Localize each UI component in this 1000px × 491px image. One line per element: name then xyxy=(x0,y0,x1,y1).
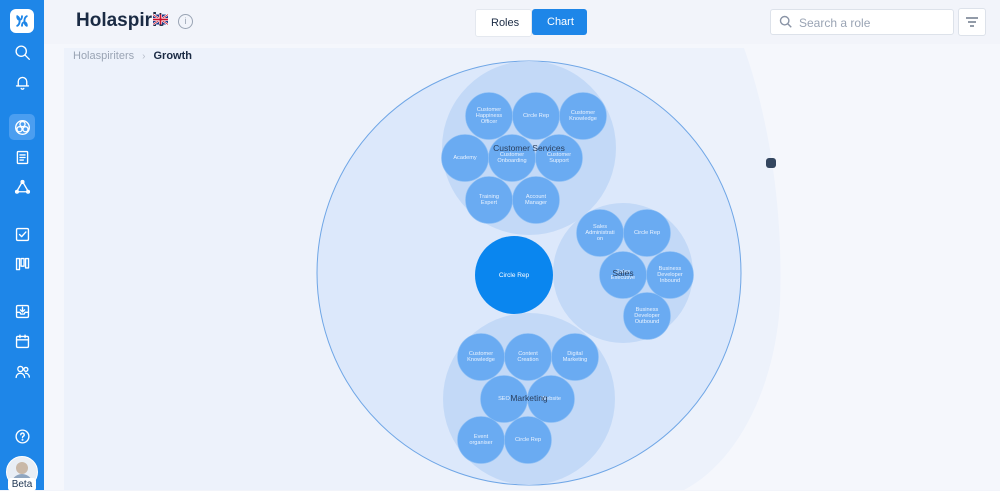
role-label: Circle Rep xyxy=(515,437,541,443)
help-icon[interactable] xyxy=(9,423,35,449)
search-icon[interactable] xyxy=(9,39,35,65)
sub-circle-label: Customer Services xyxy=(493,143,565,153)
checklist-icon[interactable] xyxy=(9,221,35,247)
inbox-icon[interactable] xyxy=(9,298,35,324)
bell-icon[interactable] xyxy=(9,69,35,95)
role-bubble-shape[interactable] xyxy=(646,251,694,299)
top-header: Holaspirit i Roles Chart xyxy=(44,0,1000,44)
sub-circle-label: Marketing xyxy=(510,393,548,403)
search-box xyxy=(770,9,954,35)
sidebar: Beta xyxy=(0,0,44,491)
governance-icon[interactable] xyxy=(9,174,35,200)
organization-chart-icon[interactable] xyxy=(9,114,35,140)
beta-badge: Beta xyxy=(8,478,36,491)
scroll-handle[interactable] xyxy=(766,158,776,168)
role-bubble-shape[interactable] xyxy=(504,416,552,464)
role-label: Academy xyxy=(453,155,477,161)
info-icon[interactable]: i xyxy=(178,14,193,29)
role-label: SEO xyxy=(498,396,510,402)
role-label: Website xyxy=(541,396,561,402)
breadcrumb-root-link[interactable]: Holaspiriters xyxy=(73,50,135,62)
search-input[interactable] xyxy=(797,13,951,32)
filter-icon xyxy=(966,17,978,27)
holaspirit-logo-icon[interactable] xyxy=(10,9,34,33)
role-label: Circle Rep xyxy=(523,113,549,119)
role-bubble[interactable]: Circle Rep xyxy=(623,209,671,257)
role-bubble-shape[interactable] xyxy=(527,375,575,423)
calendar-icon[interactable] xyxy=(9,328,35,354)
center-role-label: Circle Rep xyxy=(499,272,530,279)
view-toggle: Roles Chart xyxy=(475,9,587,37)
role-bubble[interactable]: Website xyxy=(527,375,575,423)
center-role-shape[interactable] xyxy=(475,236,553,314)
role-bubble[interactable]: Circle Rep xyxy=(512,92,560,140)
filter-button[interactable] xyxy=(958,8,986,36)
role-bubble-shape[interactable] xyxy=(512,176,560,224)
tab-roles[interactable]: Roles xyxy=(475,9,532,37)
people-icon[interactable] xyxy=(9,358,35,384)
role-bubble-shape[interactable] xyxy=(551,333,599,381)
role-label: Circle Rep xyxy=(634,230,660,236)
kanban-icon[interactable] xyxy=(9,251,35,277)
breadcrumb-current: Growth xyxy=(153,50,192,62)
role-bubble-shape[interactable] xyxy=(559,92,607,140)
role-bubble[interactable]: Circle Rep xyxy=(504,416,552,464)
tab-chart[interactable]: Chart xyxy=(532,9,587,35)
search-icon xyxy=(779,15,792,28)
role-bubble-shape[interactable] xyxy=(623,292,671,340)
center-role-circle-rep[interactable]: Circle Rep xyxy=(475,236,553,314)
user-avatar[interactable]: Beta xyxy=(6,456,38,491)
breadcrumb: Holaspiriters › Growth xyxy=(73,50,192,62)
uk-flag-icon xyxy=(153,14,168,25)
role-bubble-shape[interactable] xyxy=(535,134,583,182)
role-bubble[interactable]: Academy xyxy=(441,134,489,182)
page-title: Holaspirit xyxy=(76,10,164,31)
role-bubble-shape[interactable] xyxy=(623,209,671,257)
sub-circle-label: Sales xyxy=(612,268,633,278)
document-icon[interactable] xyxy=(9,144,35,170)
chevron-right-icon: › xyxy=(142,50,146,62)
